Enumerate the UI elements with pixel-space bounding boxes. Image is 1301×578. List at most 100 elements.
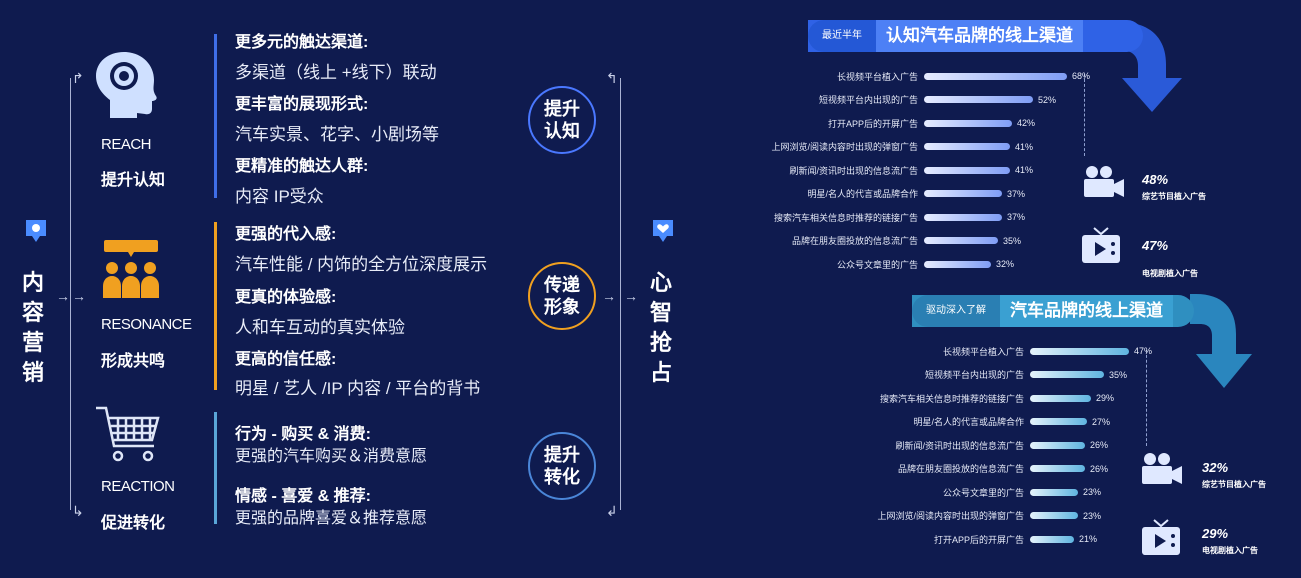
point-heading: 更精准的触达人群: [235, 158, 369, 175]
bar [924, 166, 1010, 174]
arrow-right-icon: ↱ [72, 70, 84, 86]
bar-value-label: 41% [1015, 165, 1034, 175]
bar [924, 237, 998, 244]
curved-arrow-icon [1190, 294, 1252, 388]
bar-category-label: 刷新闻/资讯时出现的信息流广告 [789, 165, 918, 176]
stage-circle: 传递形象 [528, 262, 596, 330]
tv-play-icon [1142, 519, 1180, 555]
bar-row: 明星/名人的代言或品牌合作 27% [700, 413, 1110, 431]
point-body: 汽车性能 / 内饰的全方位深度展示 [235, 255, 488, 274]
callout-percent: 48% [1142, 172, 1169, 187]
callout-percent: 47% [1142, 238, 1169, 253]
film-camera-icon [1142, 453, 1182, 484]
bar [1030, 465, 1085, 472]
bar-row: 上网浏览/阅读内容时出现的弹窗广告 23% [700, 507, 1101, 525]
callout-label: 电视剧植入广告 [1142, 269, 1198, 278]
bar-value-label: 23% [1083, 510, 1102, 521]
arrow-right-icon: → [72, 288, 86, 304]
stage-en-label: REACH [101, 136, 152, 153]
bar-value-label: 47% [1134, 346, 1153, 356]
callout-label: 综艺节目植入广告 [1142, 192, 1206, 201]
bar [1030, 347, 1129, 355]
point-heading: 更丰富的展现形式: [235, 96, 369, 113]
point-body: 内容 IP受众 [235, 187, 324, 206]
bar-value-label: 37% [1007, 212, 1026, 222]
point-heading: 更多元的触达渠道: [235, 34, 369, 51]
bar-value-label: 26% [1090, 440, 1109, 450]
stage-divider [214, 34, 217, 198]
bar [1030, 394, 1091, 402]
bar-value-label: 21% [1079, 534, 1098, 544]
bar-row: 打开APP后的开屏广告 42% [700, 114, 1035, 132]
stage-cn-label: 形成共鸣 [101, 353, 166, 370]
shopping-cart-icon [94, 404, 164, 466]
dashed-connector [1084, 74, 1085, 156]
bar-category-label: 品牌在朋友圈投放的信息流广告 [897, 464, 1024, 474]
stage-en-label: REACTION [101, 478, 175, 495]
bar-row: 短视频平台内出现的广告 52% [700, 91, 1056, 109]
bar [924, 260, 991, 268]
film-camera-icon [1084, 166, 1124, 197]
bar [1030, 371, 1104, 378]
bar-value-label: 42% [1017, 118, 1036, 128]
dashed-connector [1146, 350, 1147, 446]
bar-value-label: 35% [1003, 235, 1022, 246]
arrow-right-icon: → [602, 288, 616, 304]
arrow-left-icon: ↲ [606, 503, 618, 519]
bar-category-label: 刷新闻/资讯时出现的信息流广告 [895, 440, 1024, 451]
point-heading: 更真的体验感: [235, 289, 337, 306]
bar-category-label: 公众号文章里的广告 [836, 259, 918, 270]
bar-category-label: 上网浏览/阅读内容时出现的弹窗广告 [877, 511, 1024, 521]
stage-cn-label: 提升认知 [101, 172, 166, 189]
bar-value-label: 35% [1109, 369, 1128, 380]
chart-title: 认知汽车品牌的线上渠道 [876, 20, 1083, 52]
arrow-right-icon: → [56, 288, 70, 304]
bar-category-label: 明星/名人的代言或品牌合作 [807, 189, 918, 199]
bar-value-label: 29% [1096, 393, 1115, 403]
bar-category-label: 公众号文章里的广告 [942, 487, 1024, 498]
chart-tag: 最近半年 [808, 20, 876, 52]
stage-cn-label: 促进转化 [101, 515, 166, 532]
heart-icon [651, 218, 675, 244]
bar [1030, 418, 1087, 425]
callout-percent: 32% [1202, 460, 1229, 475]
chart-banner: 最近半年 认知汽车品牌的线上渠道 [808, 20, 1143, 52]
bar-category-label: 打开APP后的开屏广告 [827, 118, 918, 129]
callout-label: 电视剧植入广告 [1202, 546, 1258, 555]
bar-category-label: 明星/名人的代言或品牌合作 [913, 417, 1024, 427]
point-heading: 情感 - 喜爱 & 推荐: [235, 488, 371, 505]
bar [924, 213, 1002, 221]
bar-value-label: 52% [1038, 94, 1057, 105]
arrow-right-icon: ↳ [72, 503, 84, 519]
content-marketing-title: 内 容 营 销 [21, 270, 44, 385]
stage-circle: 提升认知 [528, 86, 596, 154]
left-bracket [70, 78, 71, 510]
bar-category-label: 短视频平台内出现的广告 [924, 370, 1024, 380]
chart-title: 汽车品牌的线上渠道 [1000, 295, 1173, 327]
point-body: 汽车实景、花字、小剧场等 [235, 125, 439, 144]
stage-divider [214, 222, 217, 390]
chart-tag: 驱动深入了解 [912, 295, 1000, 327]
bar [924, 96, 1033, 103]
point-body: 更强的汽车购买＆消费意愿 [235, 448, 428, 465]
bar-category-label: 短视频平台内出现的广告 [818, 95, 918, 105]
bar-row: 搜索汽车相关信息时推荐的链接广告 37% [700, 208, 1025, 226]
bar [1030, 512, 1078, 519]
bar-row: 短视频平台内出现的广告 35% [700, 366, 1127, 384]
bar [924, 72, 1067, 80]
bar-category-label: 搜索汽车相关信息时推荐的链接广告 [773, 212, 918, 223]
bar-value-label: 27% [1092, 416, 1111, 427]
arrow-right-icon: → [624, 288, 638, 304]
arrow-left-icon: ↰ [606, 70, 618, 86]
